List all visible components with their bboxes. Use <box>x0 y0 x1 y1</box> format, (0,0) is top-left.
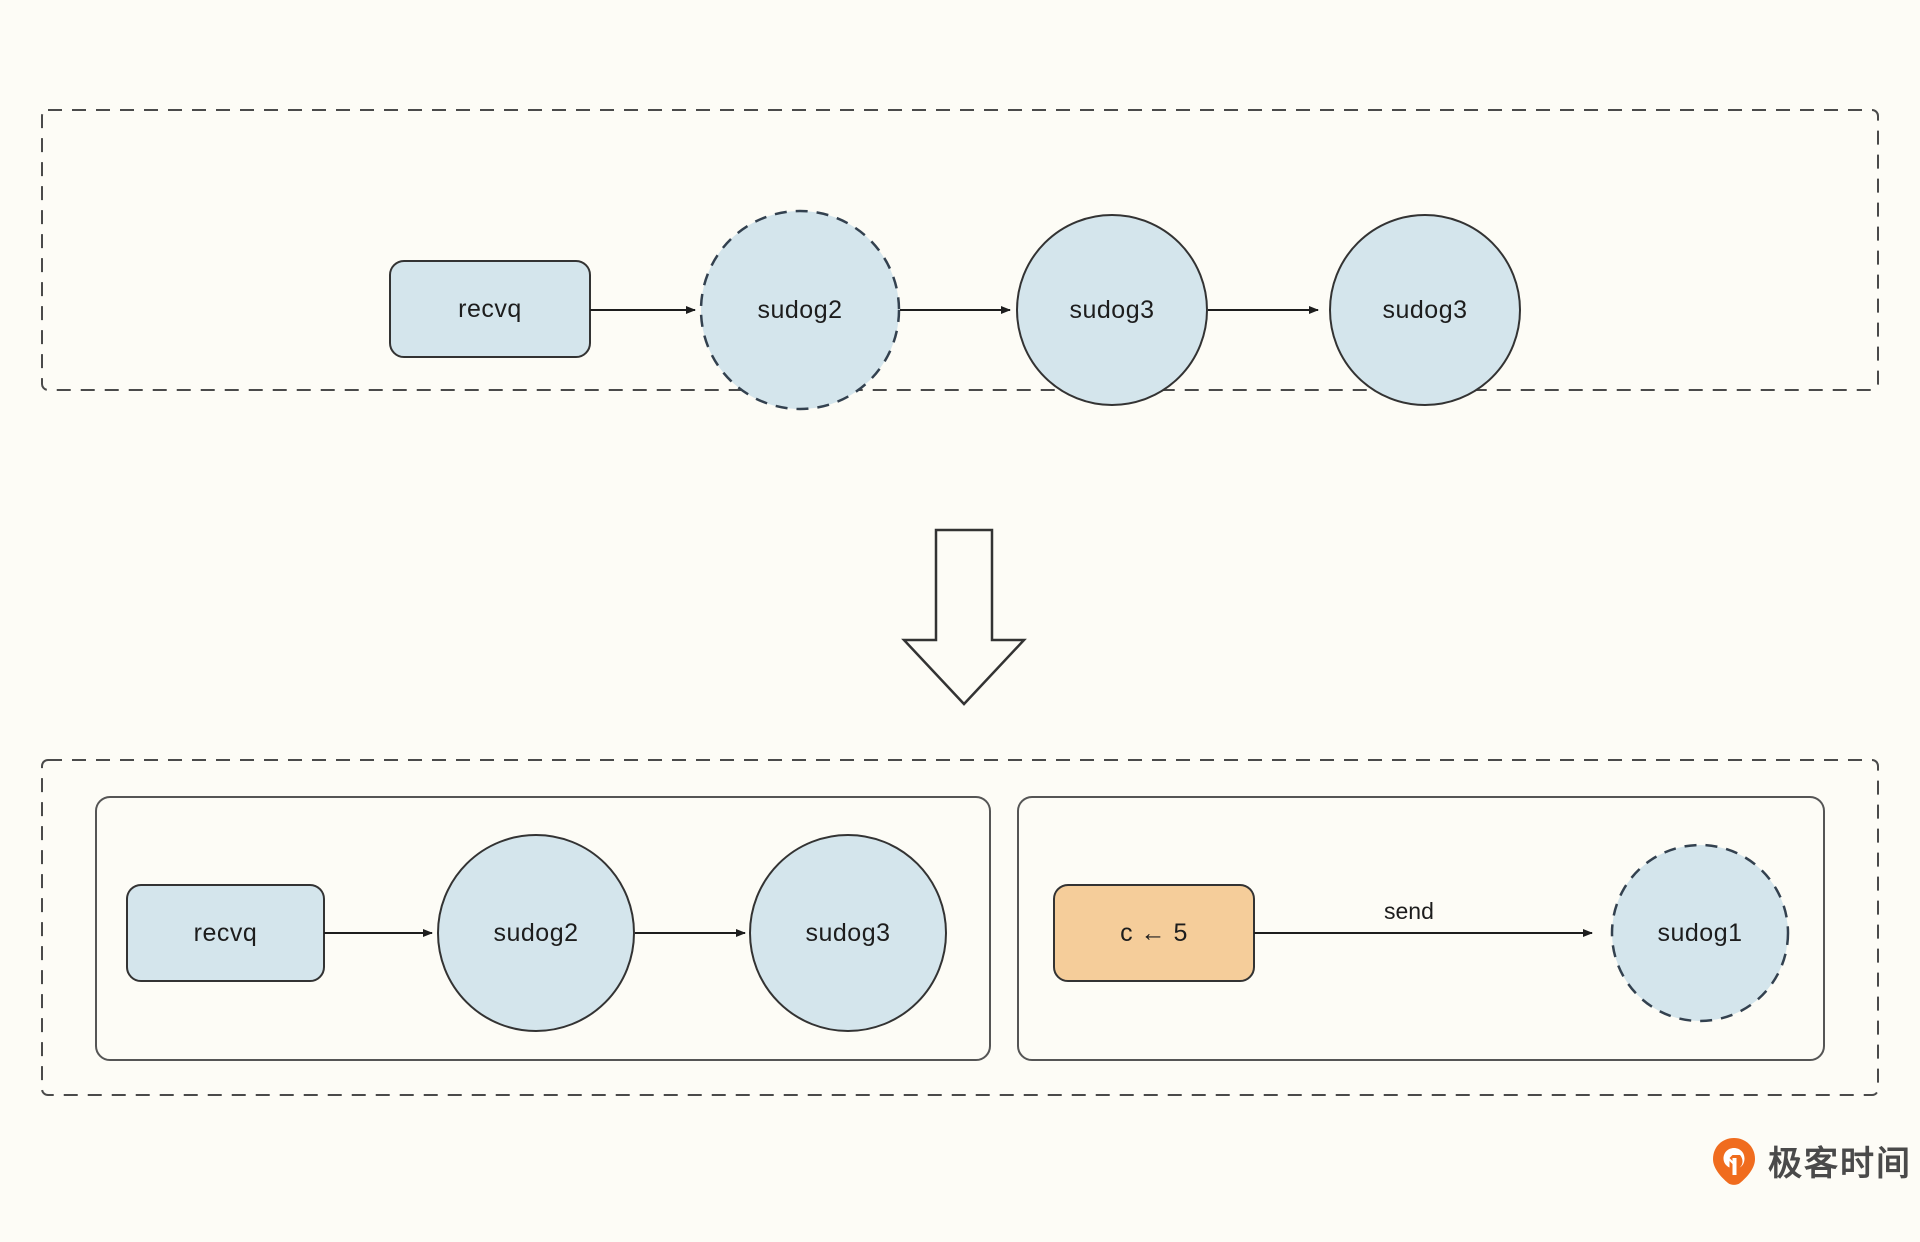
geekbang-logo-icon <box>1713 1137 1755 1185</box>
node-recvq-bottom[interactable] <box>126 884 325 982</box>
node-sudog2-bottom[interactable] <box>437 834 635 1032</box>
transition-down-arrow <box>901 528 1027 706</box>
recv-queue-group <box>95 796 991 1061</box>
edge-label-send: send <box>1384 898 1434 924</box>
watermark: 极客时间 <box>1712 1136 1912 1185</box>
node-send-op[interactable] <box>1053 884 1255 982</box>
node-sudog3b-top[interactable] <box>1329 214 1521 406</box>
node-sudog1[interactable] <box>1610 843 1790 1023</box>
after-state-panel <box>41 759 1879 1096</box>
node-sudog3-bottom[interactable] <box>749 834 947 1032</box>
send-operation-group <box>1017 796 1825 1061</box>
node-sudog3a-top[interactable] <box>1016 214 1208 406</box>
node-recvq-top[interactable] <box>389 260 591 358</box>
node-sudog2-top[interactable] <box>699 209 901 411</box>
watermark-text: 极客时间 <box>1768 1144 1912 1184</box>
before-state-panel <box>41 109 1879 391</box>
